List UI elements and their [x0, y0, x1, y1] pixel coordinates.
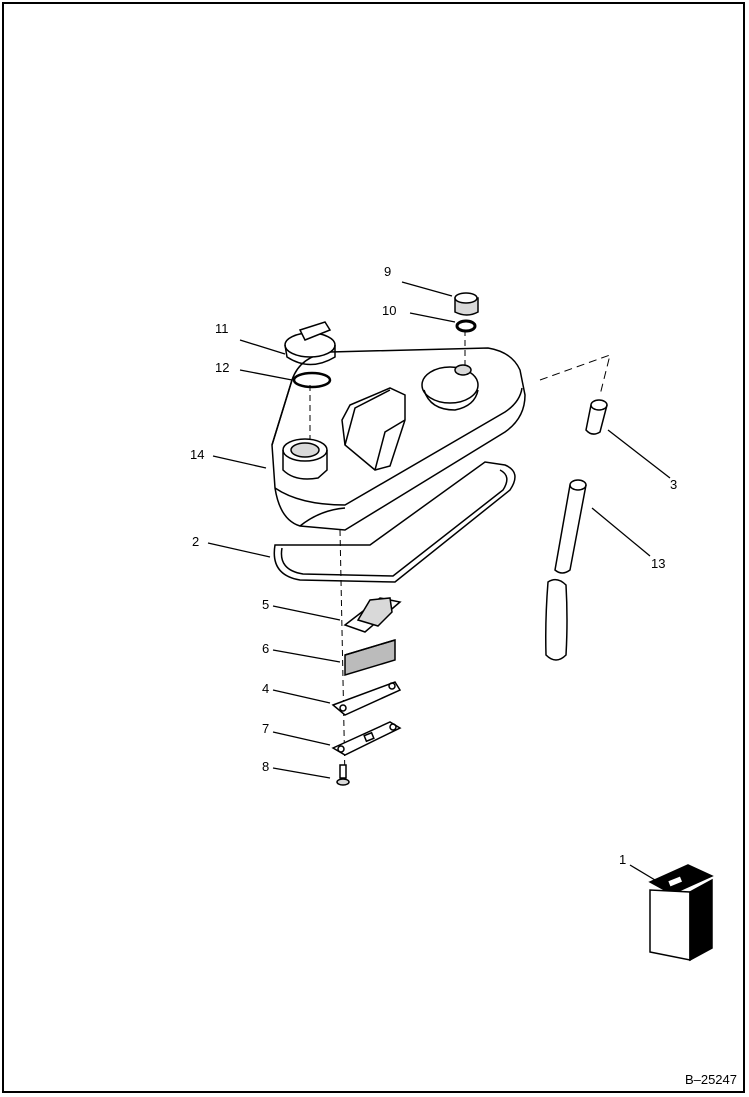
callout-5: 5 — [262, 597, 270, 612]
callout-1: 1 — [619, 852, 627, 867]
callout-4: 4 — [262, 681, 270, 696]
tube — [585, 399, 608, 435]
plug — [454, 292, 479, 316]
figure-id: B–25247 — [684, 1072, 737, 1087]
callout-8: 8 — [262, 759, 270, 774]
parts-kit-box — [648, 864, 714, 962]
leader-lines — [207, 281, 671, 881]
callout-11: 11 — [215, 321, 229, 336]
callout-9: 9 — [384, 264, 392, 279]
callout-6: 6 — [262, 641, 270, 656]
callout-10: 10 — [382, 303, 397, 318]
callout-2: 2 — [192, 534, 200, 549]
valve-cover — [271, 347, 526, 531]
callout-7: 7 — [262, 721, 270, 736]
callout-14: 14 — [190, 447, 205, 462]
callout-3: 3 — [670, 477, 678, 492]
gasket — [273, 461, 516, 583]
callout-13: 13 — [651, 556, 666, 571]
hose — [545, 479, 587, 661]
oil-filler-cap — [284, 321, 336, 366]
washer — [455, 319, 477, 333]
plate — [331, 681, 402, 716]
bolt — [336, 764, 350, 786]
o-ring — [292, 371, 332, 389]
breather-cover — [343, 597, 402, 633]
callout-12: 12 — [215, 360, 230, 375]
bracket — [331, 721, 402, 756]
filter-element — [344, 638, 396, 677]
